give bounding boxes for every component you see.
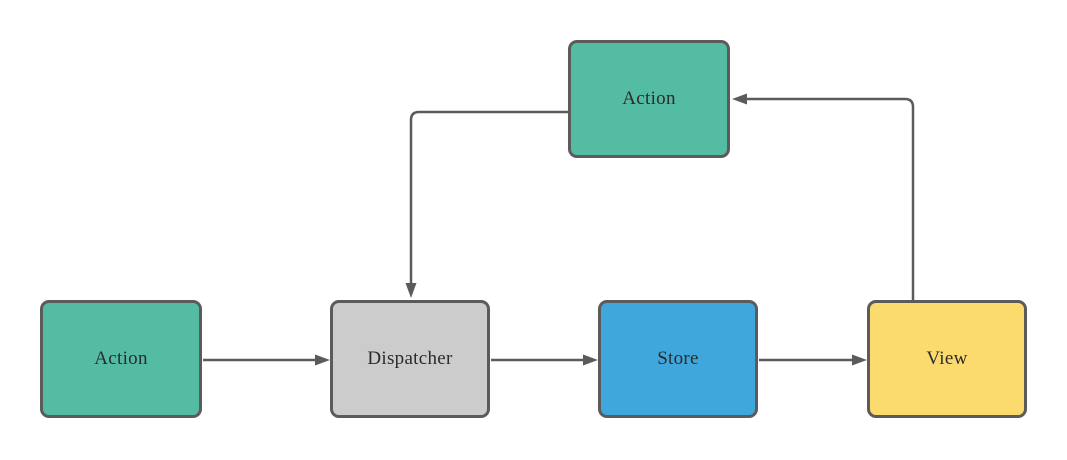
node-store: Store — [598, 300, 758, 418]
node-label: Store — [657, 348, 699, 369]
arrowhead-right-icon — [583, 354, 598, 366]
edge-action-top-dispatcher — [405, 110, 568, 298]
edge-store-view — [759, 354, 867, 366]
arrowhead-right-icon — [315, 354, 330, 366]
edge-view-action — [732, 93, 915, 300]
node-dispatcher: Dispatcher — [330, 300, 490, 418]
node-action: Action — [40, 300, 202, 418]
arrowhead-down-icon — [405, 283, 417, 298]
node-action-top: Action — [568, 40, 730, 158]
arrowhead-left-icon — [732, 93, 747, 105]
node-label: View — [926, 348, 968, 369]
node-label: Action — [94, 348, 148, 369]
node-label: Dispatcher — [367, 348, 453, 369]
edge-action-dispatcher — [203, 354, 330, 366]
edge-dispatcher-store — [491, 354, 598, 366]
arrowhead-right-icon — [852, 354, 867, 366]
node-label: Action — [622, 88, 676, 109]
node-view: View — [867, 300, 1027, 418]
